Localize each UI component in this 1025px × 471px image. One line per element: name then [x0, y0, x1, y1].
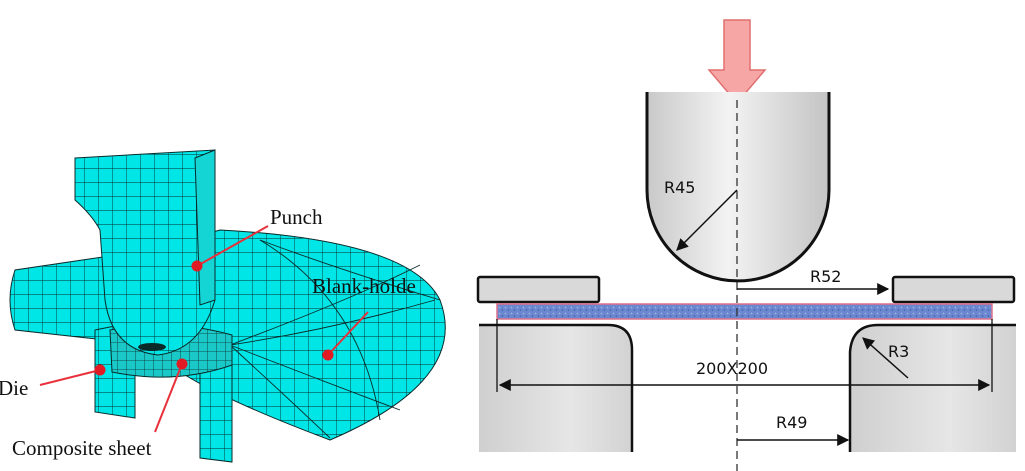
label-composite-sheet: Composite sheet [12, 436, 152, 460]
composite-sheet-band [496, 303, 993, 320]
dim-r49-label: R49 [776, 413, 807, 432]
die-marker [94, 364, 106, 376]
blank-holder-left [476, 275, 601, 304]
punch-marker [191, 260, 203, 272]
dim-r3-line [862, 337, 909, 379]
punch-outline [645, 92, 831, 283]
load-arrow-icon [707, 19, 767, 105]
composite-sheet-marker [176, 358, 188, 370]
blank-holder-radial-lines [229, 239, 441, 439]
dim-r45-label: R45 [664, 178, 695, 197]
label-blank-holder: Blank-holde [312, 274, 416, 298]
blank-holder-right [891, 275, 1016, 304]
die-right-outline [848, 323, 1016, 452]
dim-r3-label: R3 [888, 342, 909, 361]
dim-r52-label: R52 [810, 267, 841, 286]
dim-200-label: 200X200 [696, 359, 768, 378]
die-right [850, 325, 1016, 452]
die-left-outline [479, 323, 634, 452]
label-punch: Punch [270, 205, 323, 229]
blank-holder-marker [322, 349, 334, 361]
leader-lines [39, 225, 369, 433]
dim-r45-line [676, 189, 738, 251]
forming-schematic: R45 R52 R3 200X200 R49 [476, 19, 1016, 471]
punch-tip [138, 343, 166, 351]
punch-mesh [74, 149, 216, 356]
label-die: Die [0, 376, 28, 400]
die-left [479, 325, 632, 452]
fe-mesh-model: Punch Blank-holde Die Composite sheet [0, 149, 446, 463]
